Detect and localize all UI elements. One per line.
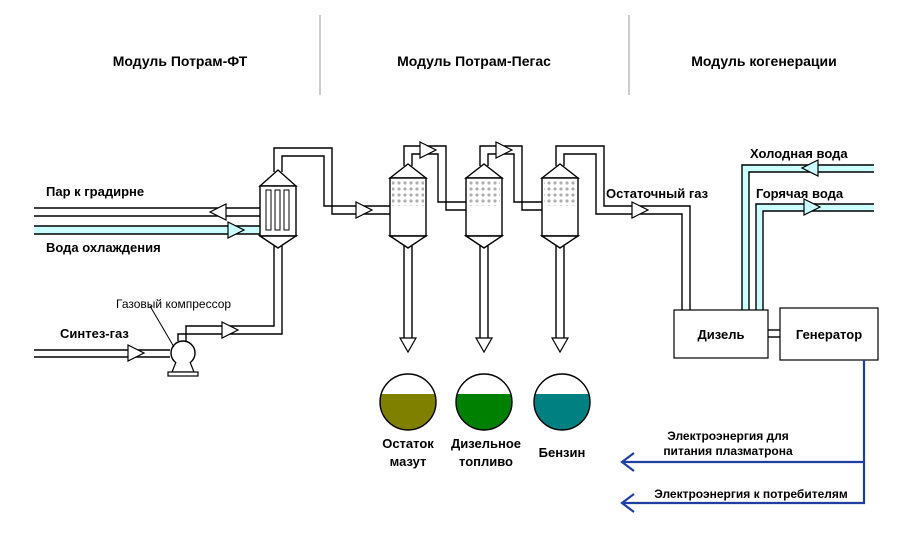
flow-arrow-right bbox=[227, 221, 246, 239]
product-1-label-line1: Остаток bbox=[382, 436, 434, 451]
flow-arrow-right bbox=[495, 141, 514, 159]
separator-column-1 bbox=[387, 163, 429, 249]
label-cold-water: Холодная вода bbox=[750, 146, 848, 161]
flow-arrow-right bbox=[221, 321, 240, 339]
flask-liquid bbox=[380, 394, 436, 430]
flow-arrow-down bbox=[550, 337, 570, 354]
flow-arrow-right bbox=[803, 198, 822, 216]
label-power-plasmatron-line1: Электроэнергия для bbox=[667, 429, 789, 443]
label-residual-gas: Остаточный газ bbox=[606, 186, 709, 201]
product-3-label-line1: Бензин bbox=[539, 445, 586, 460]
steam-line bbox=[34, 207, 262, 217]
diesel-generator-coupling bbox=[768, 329, 780, 338]
header-ft: Модуль Потрам-ФТ bbox=[113, 53, 248, 69]
flask-liquid bbox=[534, 394, 590, 430]
header-pegas: Модуль Потрам-Пегас bbox=[397, 53, 551, 69]
cooling-water-pipe bbox=[34, 226, 262, 234]
label-power-consumers: Электроэнергия к потребителям bbox=[654, 487, 848, 501]
label-hot-water: Горячая вода bbox=[756, 186, 844, 201]
label-steam-to-tower: Пар к градирне bbox=[46, 184, 144, 199]
separator-column-2 bbox=[463, 163, 505, 249]
product-flasks bbox=[379, 373, 591, 431]
compressor-icon bbox=[167, 340, 199, 377]
flow-arrow-down bbox=[474, 337, 494, 354]
product-flask-2 bbox=[455, 373, 513, 431]
diesel-unit bbox=[673, 309, 769, 359]
label-cooling-water: Вода охлаждения bbox=[46, 240, 161, 255]
flow-arrow-right bbox=[631, 201, 650, 219]
flow-arrow-right bbox=[355, 201, 374, 219]
power-lines bbox=[620, 360, 866, 513]
syngas-line bbox=[34, 349, 170, 358]
product-2-label-line1: Дизельное bbox=[451, 436, 521, 451]
product-flask-3 bbox=[533, 373, 591, 431]
separator-column-3 bbox=[539, 163, 581, 249]
flow-arrow-down bbox=[398, 337, 418, 354]
flow-arrow-right bbox=[419, 141, 438, 159]
generator-unit bbox=[779, 307, 879, 361]
product-flask-1 bbox=[379, 373, 437, 431]
flow-arrow-left bbox=[208, 203, 227, 221]
residual-gas-pipe bbox=[555, 145, 691, 310]
column-link-pipe bbox=[403, 145, 466, 211]
header-cogeneration: Модуль когенерации bbox=[691, 53, 836, 69]
product-2-label-line2: топливо bbox=[459, 454, 513, 469]
generator-label: Генератор bbox=[796, 327, 862, 342]
label-power-plasmatron-line2: питания плазматрона bbox=[663, 444, 793, 458]
product-1-label-line2: мазут bbox=[390, 454, 427, 469]
hot-water-pipe bbox=[756, 204, 763, 310]
flow-arrow-right bbox=[127, 344, 146, 362]
column-link-pipe bbox=[479, 145, 542, 211]
drain-pipes bbox=[403, 246, 565, 338]
diesel-label: Дизель bbox=[697, 327, 744, 342]
flask-liquid bbox=[456, 394, 512, 430]
cold-water-pipe bbox=[742, 165, 749, 310]
label-syngas: Синтез-газ bbox=[60, 326, 129, 341]
compressor-leader bbox=[149, 305, 175, 348]
flow-arrow-left bbox=[800, 159, 819, 177]
label-gas-compressor: Газовый компрессор bbox=[116, 297, 231, 311]
ft-reactor bbox=[257, 169, 299, 249]
ft-outlet-pipe bbox=[273, 147, 392, 215]
